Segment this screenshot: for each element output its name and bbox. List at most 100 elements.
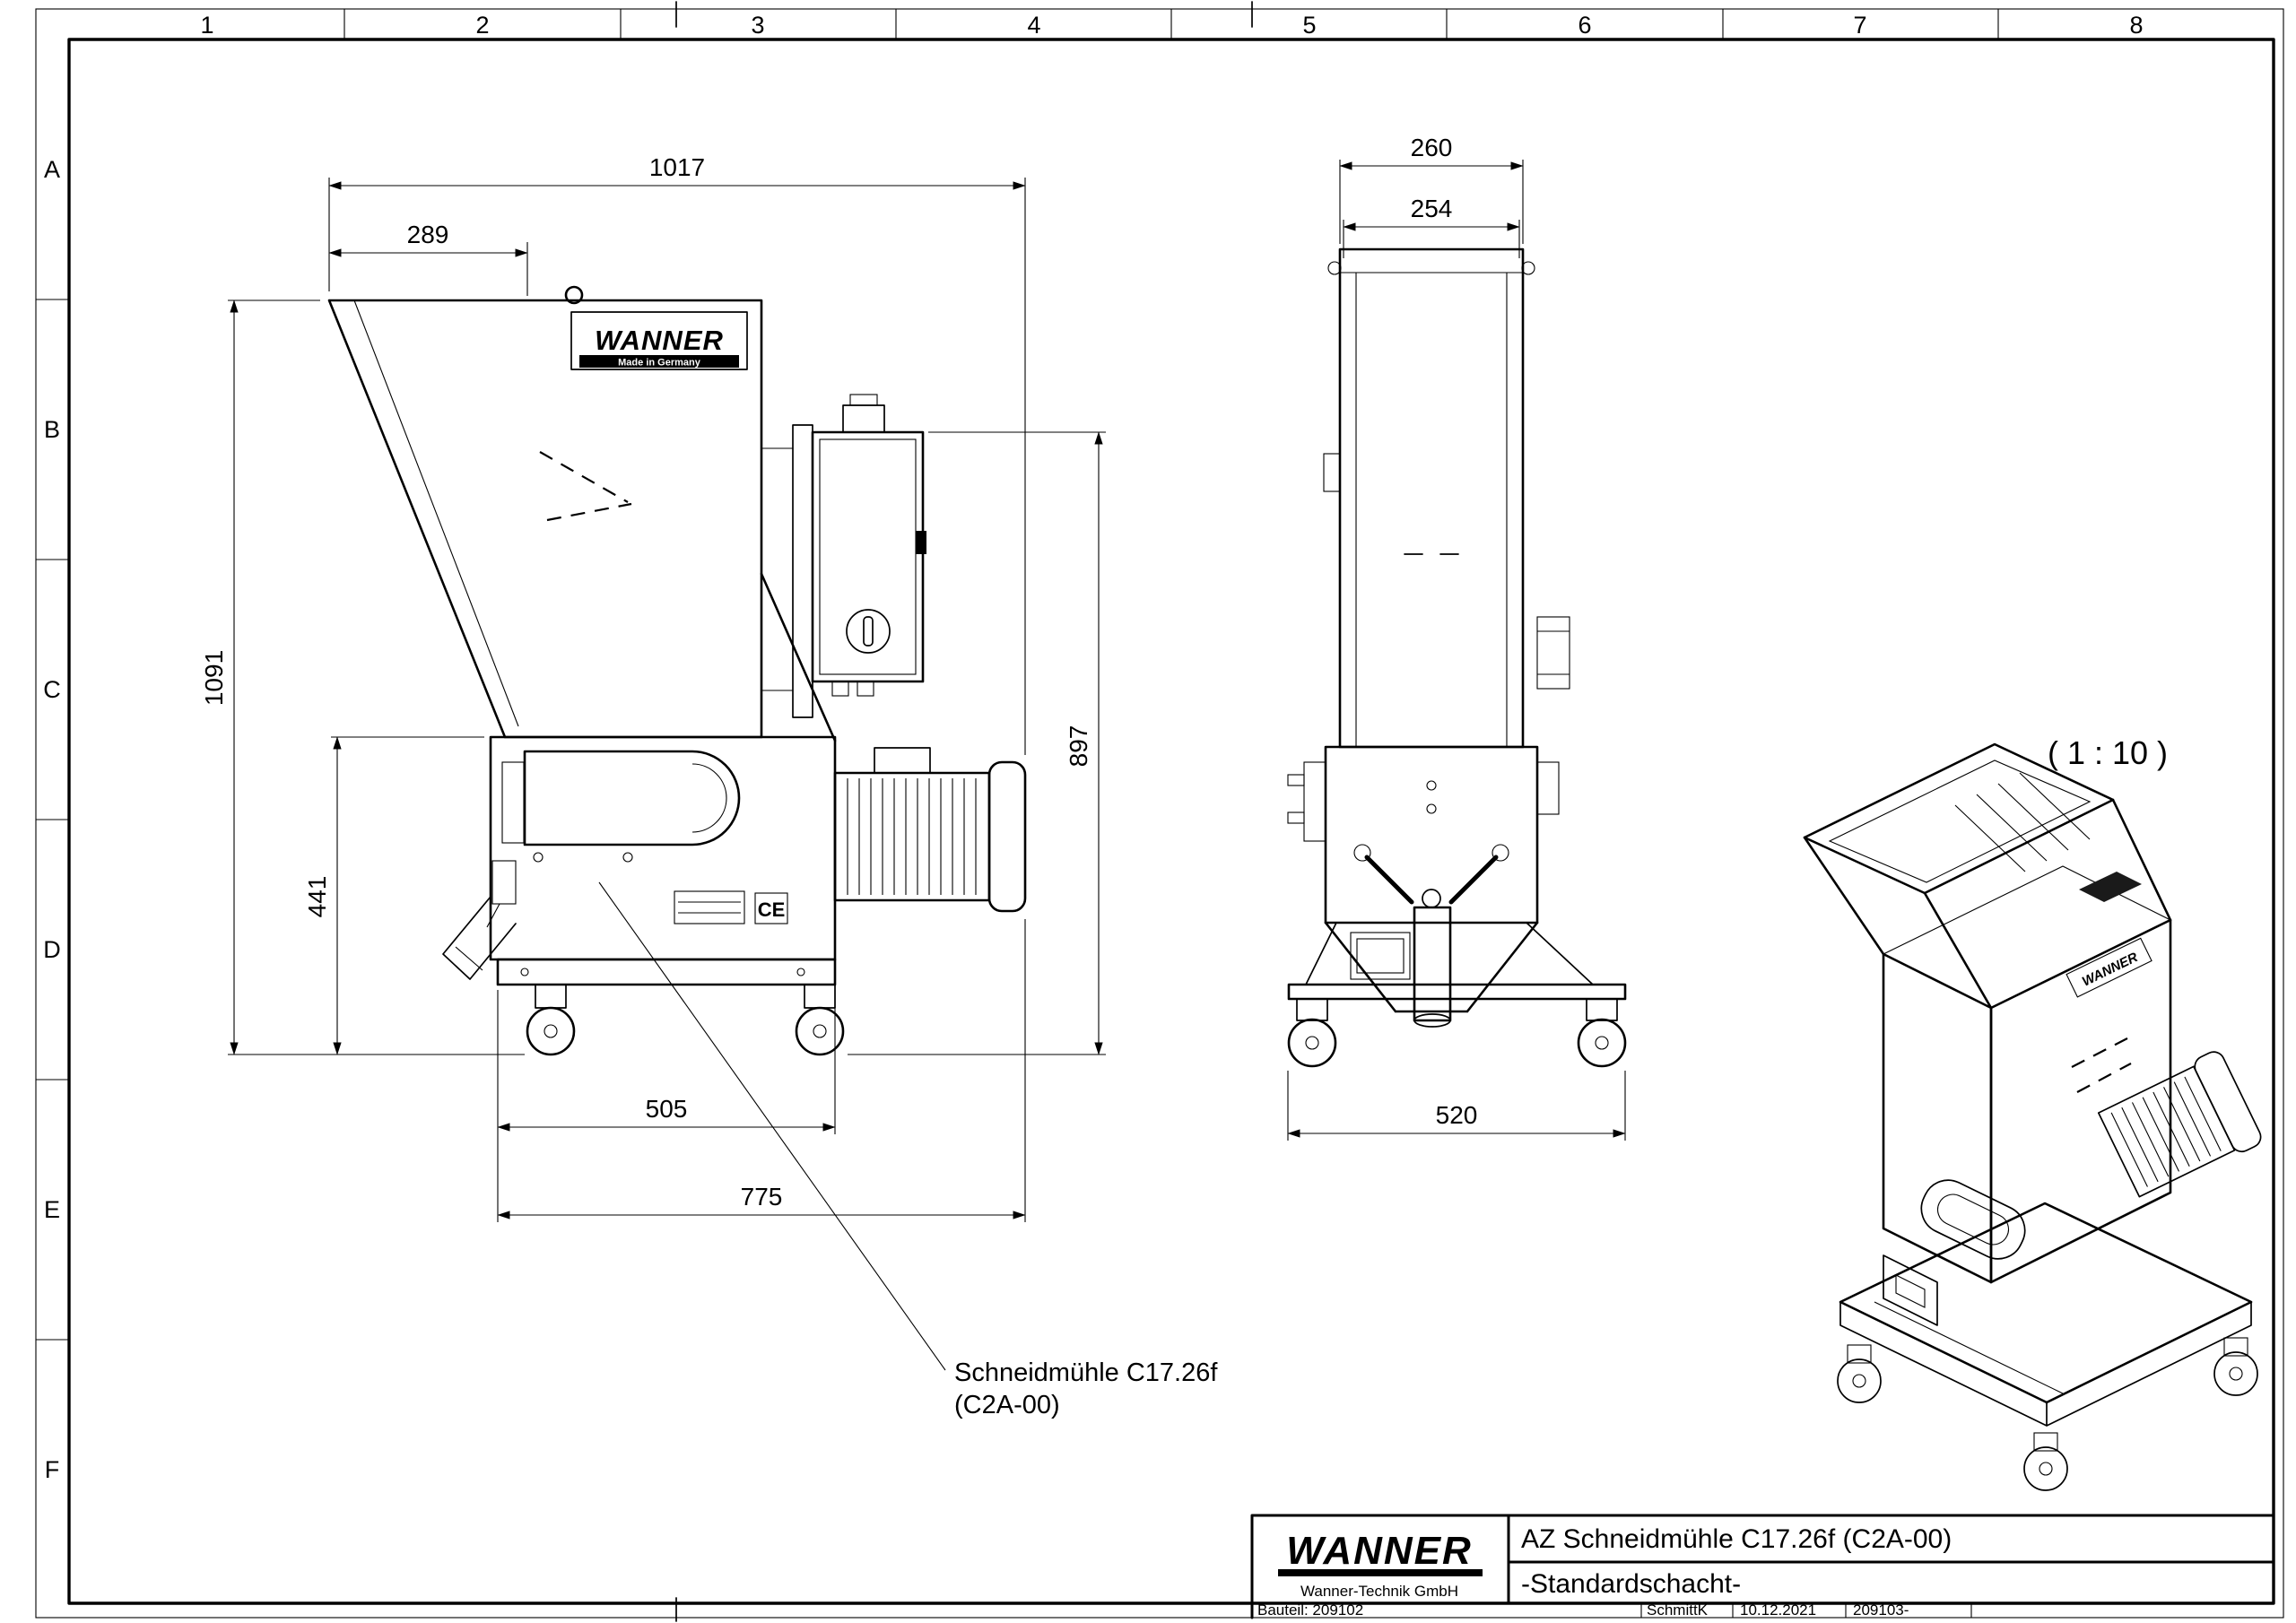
caster-wheel [1837,1358,1882,1403]
iso-view: ( 1 : 10 ) WANNER [1803,734,2262,1491]
side-logo-bar [579,355,739,368]
side-brace [760,572,837,742]
nameplate [674,890,745,924]
caster-wheel [795,1006,845,1056]
dim-chute-inner: 254 [1343,195,1520,258]
title-block: WANNER Wanner-Technik GmbH AZ Schneidmüh… [1250,1514,2275,1619]
front-base [1287,922,1627,1068]
callout-line1: Schneidmühle C17.26f [954,1358,1218,1387]
hopper-hinge [564,285,584,305]
zone-labels: 1 2 3 4 5 6 7 8 A B C D E F [43,12,2143,1483]
zone-row-e: E [44,1196,60,1223]
motor-end-cap [987,760,1027,913]
dim-box-height-text: 897 [1065,725,1092,768]
frame-column-ticks [344,9,1999,39]
title-block-company: Wanner-Technik GmbH [1300,1583,1458,1600]
dim-hopper-offset: 289 [328,221,528,296]
zone-col-7: 7 [1853,12,1866,39]
dim-base-width: 505 [497,990,836,1222]
title-block-title: AZ Schneidmühle C17.26f (C2A-00) [1521,1524,1952,1554]
callout: Schneidmühle C17.26f (C2A-00) [598,881,1218,1419]
side-logo-brand: WANNER [595,325,724,356]
iso-base [1837,1202,2258,1491]
side-electrical-box [761,394,926,718]
caster-bracket [1847,1344,1872,1364]
title-block-part-ref: Bauteil: 209102 [1257,1601,1363,1619]
iso-motor [2097,1051,2262,1198]
title-block-logo: WANNER Wanner-Technik GmbH [1278,1529,1483,1600]
side-base [496,958,845,1056]
dim-overall-width-text: 1017 [649,153,705,181]
zone-row-f: F [45,1456,60,1483]
callout-line2: (C2A-00) [954,1391,1060,1419]
front-funnel [1324,906,1539,1028]
side-view: WANNER Made in Germany [200,153,1218,1419]
sheet-frame [35,1,2284,1622]
zone-col-3: 3 [751,12,764,39]
caster-bracket [2223,1337,2248,1357]
zone-col-6: 6 [1578,12,1591,39]
title-block-subtitle: -Standardschacht- [1521,1569,1741,1599]
side-logo-plate: WANNER Made in Germany [570,311,748,370]
dim-overall-width: 1017 [328,153,1026,755]
front-body [1287,745,1560,924]
title-block-date: 10.12.2021 [1740,1601,1816,1619]
chute-latch [1323,453,1341,492]
dim-front-base-text: 520 [1436,1101,1478,1129]
front-view: 260 254 520 [1287,134,1627,1141]
clamp-lever [491,860,517,905]
caster-wheel [1287,1018,1337,1068]
side-discharge-chute [442,896,517,980]
title-block-drawn-by: SchmittK [1647,1601,1709,1619]
outlet-tube [1413,906,1452,1022]
ce-plate [754,892,788,924]
iso-rotation-marks [2071,1037,2132,1093]
caster-wheel [2213,1351,2258,1396]
side-box [1536,616,1570,690]
frame-outer-border [35,8,2284,1619]
frame-row-ticks [36,299,69,1341]
side-hopper [327,285,763,739]
dim-base-width-text: 505 [646,1095,688,1123]
zone-col-2: 2 [475,12,489,39]
dim-overall-height: 1091 [200,299,525,1055]
title-block-drawing-number: 209103- [1853,1601,1909,1619]
funnel-window [1350,932,1411,980]
dim-chamber-height-text: 441 [303,876,331,918]
dim-chamber-height: 441 [303,736,484,1055]
dim-front-base: 520 [1287,1071,1626,1141]
iso-hopper [1803,742,2172,1010]
main-switch [846,609,891,654]
dim-footprint-width: 775 [497,919,1026,1222]
caster-wheel [526,1006,576,1056]
zone-col-8: 8 [2129,12,2143,39]
dim-overall-height-text: 1091 [200,650,228,706]
zone-col-4: 4 [1027,12,1040,39]
frame-centering-marks [675,1,1253,1622]
zone-row-c: C [43,676,61,703]
caster-wheel [2023,1446,2068,1491]
caster-wheel [1577,1018,1627,1068]
zone-col-5: 5 [1302,12,1316,39]
title-block-logo-bar [1278,1569,1483,1576]
caster-bracket [2033,1432,2058,1452]
dim-box-height: 897 [848,431,1106,1055]
dim-chute-outer-text: 260 [1411,134,1453,161]
ce-mark-text: CE [758,898,786,921]
zone-row-d: D [43,936,61,963]
dim-chute-outer: 260 [1339,134,1524,244]
title-block-brand: WANNER [1286,1529,1473,1573]
iso-scale-label: ( 1 : 10 ) [2048,734,2168,771]
rotation-direction-marks [539,451,632,522]
side-motor [833,747,1027,913]
zone-col-1: 1 [200,12,213,39]
zone-row-b: B [44,416,60,443]
dim-chute-inner-text: 254 [1411,195,1453,222]
zone-row-a: A [44,156,60,183]
dim-hopper-offset-text: 289 [407,221,449,248]
side-logo-tagline: Made in Germany [618,358,701,369]
belt-guard [523,750,741,846]
